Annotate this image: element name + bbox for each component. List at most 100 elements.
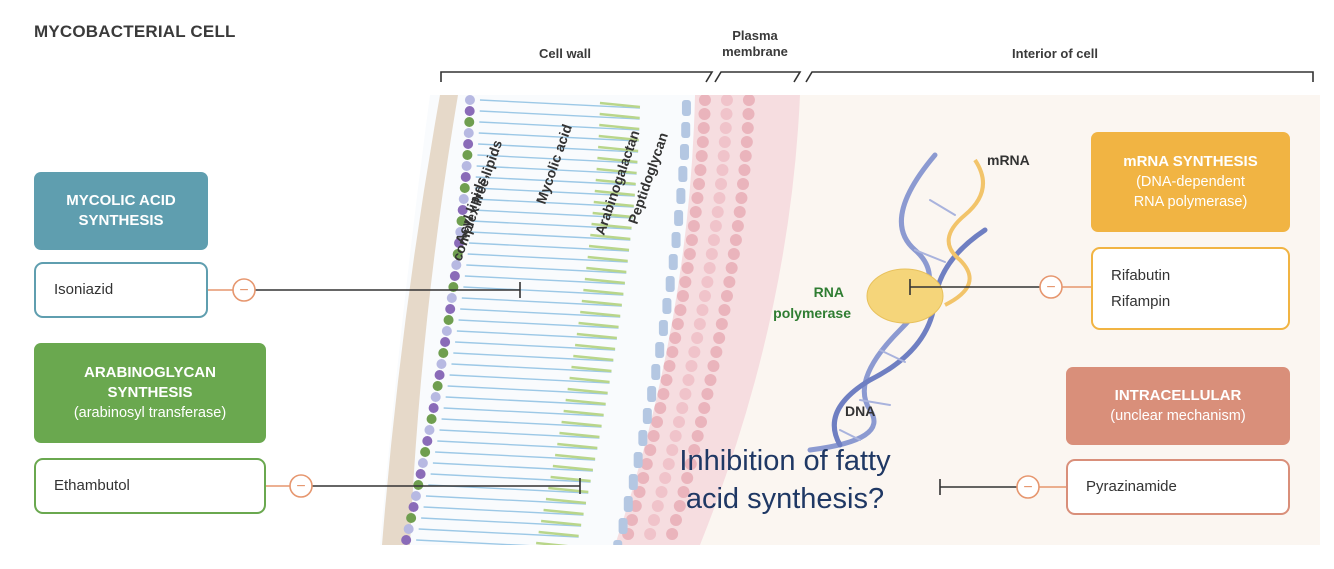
arabinogalactan-segment (592, 211, 633, 219)
membrane-lipid-head (695, 416, 708, 428)
inhibit-circle-pyrazinamide (1016, 475, 1040, 499)
label-polymerase: polymerase (773, 305, 851, 321)
mycolic-acid-chain (461, 297, 622, 307)
peptidoglycan-block (681, 100, 691, 116)
outer-lipid-heads (401, 95, 475, 545)
arabinogalactan-segment (590, 233, 631, 241)
outer-lipid-head (455, 227, 466, 237)
membrane-lipid-head (637, 472, 650, 484)
peptidoglycan-blocks (613, 100, 691, 545)
membrane-lipid-head (741, 122, 754, 134)
rna-polymerase-blob (866, 268, 944, 324)
outer-lipid-head (445, 304, 456, 314)
peptidoglycan-block (633, 452, 643, 468)
pyrazinamide-drug-box: Pyrazinamide (1066, 459, 1290, 515)
mycolic-acid-chain (458, 319, 619, 329)
outer-lipid-head (406, 513, 417, 523)
membrane-lipid-head (688, 444, 701, 456)
arabinogalactan-segment (588, 244, 630, 252)
mycolic-acid-chain (478, 143, 639, 153)
outer-lipid-head (452, 249, 463, 259)
peptidoglycan-block (658, 320, 668, 336)
mycolic-acid-chain (479, 121, 640, 131)
mycolic-acid-chain (445, 396, 606, 406)
mycolic-acid-chain (479, 110, 640, 120)
minus-icon: − (239, 282, 248, 299)
membrane-lipid-head (701, 276, 714, 288)
drug-pyrazinamide: Pyrazinamide (1086, 478, 1177, 495)
label-mrna: mRNA (987, 152, 1030, 168)
minus-icon: − (296, 478, 305, 495)
minus-icon: − (1046, 279, 1055, 296)
arabinogalactan-segment (576, 332, 617, 340)
arabinoglycan-synthesis-box: ARABINOGLYCAN SYNTHESIS (arabinosyl tran… (34, 343, 266, 443)
mycolic-acid-chain (475, 176, 636, 186)
dna-helix (807, 152, 988, 453)
arabinogalactan-segment (552, 464, 594, 472)
membrane-lipid-head (666, 444, 679, 456)
membrane-lipid-head (674, 304, 687, 316)
region-plasma-line1: Plasma (732, 28, 778, 43)
arabinogalactan-segment (581, 299, 622, 307)
peptidoglycan-block (623, 496, 633, 512)
peptidoglycan-block (638, 430, 648, 446)
peptidoglycan-block (665, 276, 675, 292)
membrane-lipid-head (713, 332, 726, 344)
mycolic-acid-chain (441, 418, 602, 428)
arabinogalactan-segment (593, 200, 634, 208)
arabinogalactan-segment (569, 376, 610, 384)
mycolic-acid-chain (477, 154, 638, 164)
outer-lipid-head (415, 469, 426, 479)
outer-capsule (382, 95, 458, 545)
membrane-lipid-head (681, 472, 694, 484)
membrane-lipid-head (651, 500, 664, 512)
drug-rifabutin: Rifabutin (1111, 266, 1171, 284)
membrane-lipid-head (737, 178, 750, 190)
intracellular-line1: INTRACELLULAR (1114, 387, 1242, 404)
membrane-lipid-head (676, 290, 689, 302)
membrane-lipid-head (629, 500, 642, 512)
outer-lipid-head (410, 491, 421, 501)
arabinogalactan-segment (550, 475, 591, 483)
membrane-lipid-head (691, 430, 704, 442)
peptidoglycan-block (651, 364, 661, 380)
membrane-lipid-head (644, 528, 657, 540)
arabinogalactan-segment (541, 519, 582, 527)
mycolic-line1: MYCOLIC ACID (66, 192, 176, 209)
membrane-lipid-head (707, 360, 720, 372)
outer-lipid-head (454, 238, 465, 248)
arabinogalactan-segment (555, 453, 596, 461)
arabinogalactan-segment (599, 101, 641, 109)
outer-lipid-head (408, 502, 419, 512)
membrane-lipid-head (677, 486, 690, 498)
membrane-lipid-head (709, 220, 722, 232)
membrane-lipid-head (666, 528, 679, 540)
outer-lipid-head (458, 194, 469, 204)
membrane-lipid-head (710, 346, 723, 358)
membrane-lipid-head (679, 388, 692, 400)
arabinogalactan-segment (597, 156, 638, 164)
arabinogalactan-segment (595, 178, 636, 186)
membrane-lipid-head (663, 360, 676, 372)
inhibit-circle-isoniazid (232, 278, 256, 302)
mycolic-acid-chain (449, 374, 610, 384)
outer-lipid-head (451, 260, 462, 270)
mycolic-acid-chain (443, 407, 604, 417)
arabinogalactan-segment (538, 530, 579, 538)
arabinogalactan-segment (583, 288, 624, 296)
membrane-lipid-head (669, 332, 682, 344)
membrane-lipid-head (659, 472, 672, 484)
membrane-lipid-head (687, 220, 700, 232)
peptidoglycan-block (618, 518, 628, 534)
label-rna: RNA (814, 284, 844, 300)
mrna-synthesis-box: mRNA SYNTHESIS (DNA-dependent RNA polyme… (1091, 132, 1290, 232)
mycolic-acid-chain (439, 429, 600, 439)
membrane-lipid-head (693, 178, 706, 190)
minus-icon: − (1023, 479, 1032, 496)
membrane-lipid-head (729, 234, 742, 246)
outer-lipid-head (426, 414, 437, 424)
membrane-lipid-head (698, 290, 711, 302)
mycolic-line2: SYNTHESIS (78, 212, 164, 229)
peptidoglycan-block (628, 474, 638, 490)
membrane-lipid-head (688, 346, 701, 358)
